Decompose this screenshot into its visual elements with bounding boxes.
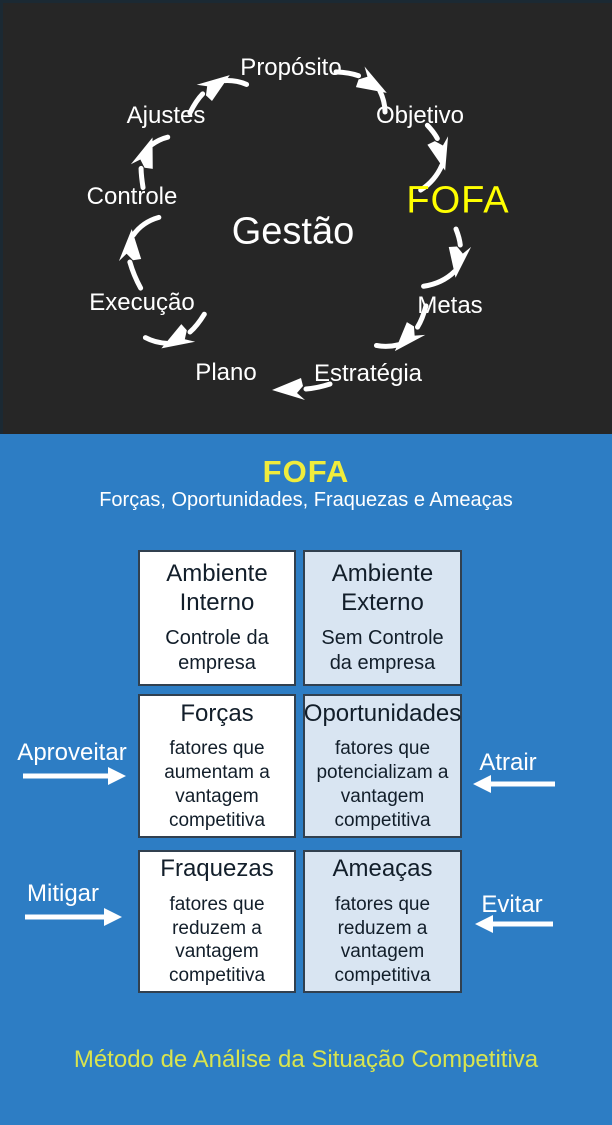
box-body: fatores que potencializam a vantagem com… — [316, 738, 449, 831]
box-title: Forças — [180, 699, 254, 727]
box-title: Ambiente Externo — [331, 559, 434, 616]
box-title: Ameaças — [332, 855, 433, 883]
cycle-node-fofa: FOFA — [406, 179, 510, 222]
management-cycle-panel: Propósito Objetivo FOFA Metas Estratégia… — [0, 0, 612, 434]
box-title: Oportunidades — [303, 699, 462, 727]
fofa-caption: Método de Análise da Situação Competitiv… — [73, 1046, 539, 1073]
cycle-node-execucao: Execução — [89, 289, 195, 316]
box-ambiente-externo: Ambiente Externo Sem Controle da empresa — [303, 550, 462, 686]
box-forcas: Forças fatores que aumentam a vantagem c… — [138, 694, 296, 838]
arrow-fofa-to-metas-icon — [421, 226, 472, 289]
box-title: Ambiente Interno — [166, 559, 268, 616]
cycle-node-objetivo: Objetivo — [375, 102, 465, 129]
cycle-center-label: Gestão — [231, 210, 355, 253]
box-body: fatores que reduzem a vantagem competiti… — [334, 893, 431, 987]
box-title: Fraquezas — [160, 855, 274, 883]
box-body: Sem Controle da empresa — [321, 627, 444, 675]
box-ameacas: Ameaças fatores que reduzem a vantagem c… — [303, 850, 462, 993]
cycle-node-metas: Metas — [417, 292, 483, 319]
arrow-controle-to-ajustes-icon — [130, 134, 171, 191]
aproveitar-right-arrow-icon — [23, 767, 126, 785]
atrair-left-arrow-icon — [473, 775, 555, 793]
label-aproveitar: Aproveitar — [17, 739, 127, 766]
box-body: Controle da empresa — [165, 627, 269, 675]
box-fraquezas: Fraquezas fatores que reduzem a vantagem… — [138, 850, 296, 993]
fofa-subtitle: Forças, Oportunidades, Fraquezas e Ameaç… — [99, 489, 513, 511]
arrow-execucao-to-controle-icon — [118, 214, 162, 291]
box-body: fatores que aumentam a vantagem competit… — [164, 738, 270, 831]
box-body: fatores que reduzem a vantagem competiti… — [168, 893, 266, 987]
cycle-node-proposito: Propósito — [240, 54, 342, 81]
label-atrair: Atrair — [479, 749, 537, 776]
cycle-node-ajustes: Ajustes — [126, 102, 206, 129]
box-oportunidades: Oportunidades fatores que potencializam … — [303, 694, 462, 838]
cycle-node-controle: Controle — [86, 183, 178, 210]
fofa-title: FOFA — [262, 454, 350, 489]
mitigar-right-arrow-icon — [25, 908, 122, 926]
box-ambiente-interno: Ambiente Interno Controle da empresa — [138, 550, 296, 686]
label-mitigar: Mitigar — [26, 880, 100, 907]
label-evitar: Evitar — [481, 891, 543, 918]
cycle-node-estrategia: Estratégia — [313, 360, 423, 387]
cycle-node-plano: Plano — [195, 359, 257, 386]
